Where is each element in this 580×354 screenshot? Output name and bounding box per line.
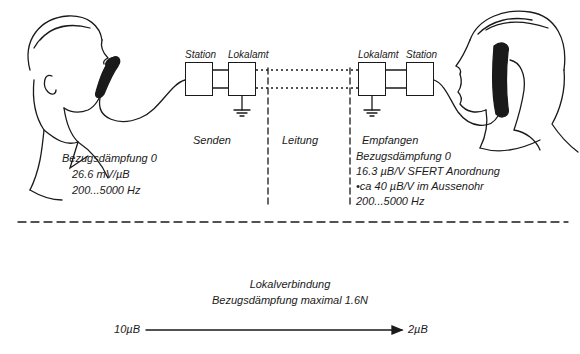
separator-line <box>18 221 568 222</box>
hand <box>510 60 540 150</box>
line-connector <box>213 70 228 88</box>
annotation-text: 16.3 µB/V SFERT Anordnung <box>356 165 500 178</box>
ground-symbol <box>234 96 250 116</box>
annotation-text: Leitung <box>282 134 318 147</box>
annotation-text: 200...5000 Hz <box>356 195 425 208</box>
equipment-box: Station <box>185 62 213 96</box>
separator-line <box>267 68 268 208</box>
handset-cord <box>434 80 498 125</box>
equipment-box: Station <box>406 62 434 96</box>
equipment-box: Lokalamt <box>228 62 256 96</box>
annotation-text: 2µB <box>408 323 428 336</box>
annotation-text: Empfangen <box>362 134 418 147</box>
listener-figure <box>456 11 578 152</box>
equipment-box: Lokalamt <box>358 62 386 96</box>
box-heading: Lokalamt <box>228 49 269 60</box>
annotation-text: 10µB <box>114 323 140 336</box>
annotation-text: 26.6 mV/µB <box>72 168 130 181</box>
box-heading: Station <box>185 49 216 60</box>
annotation-text: Lokalverbindung <box>250 278 331 291</box>
handset-cord <box>100 80 185 121</box>
annotation-text: Bezugsdämpfung 0 <box>62 152 157 165</box>
line-connector <box>256 70 358 88</box>
annotation-text: Senden <box>193 134 231 147</box>
box-heading: Station <box>406 49 437 60</box>
separator-line <box>349 68 350 208</box>
box-heading: Lokalamt <box>358 49 399 60</box>
annotation-text: Bezugsdämpfung maximal 1.6N <box>212 294 368 307</box>
line-connector <box>386 70 406 88</box>
annotation-text: 200...5000 Hz <box>72 184 141 197</box>
telephone-handset <box>493 43 540 150</box>
ground-symbol <box>364 96 380 116</box>
telephone-handset <box>96 55 120 98</box>
annotation-text: Bezugsdämpfung 0 <box>356 150 451 163</box>
level-arrow <box>146 326 402 334</box>
annotation-text: •ca 40 µB/V im Aussenohr <box>356 180 484 193</box>
